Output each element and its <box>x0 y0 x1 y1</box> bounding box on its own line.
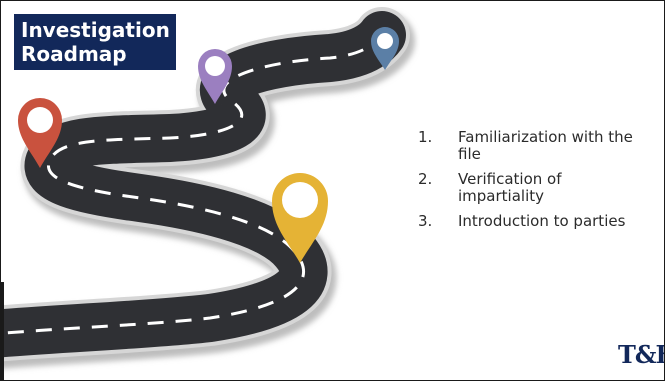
step-text: Familiarization with the file <box>458 128 633 163</box>
step-text: Verification of impartiality <box>458 170 562 205</box>
map-pin-red-icon <box>18 98 62 168</box>
left-edge-bar <box>0 282 4 381</box>
roadmap-steps-list: 1. Familiarization with the file 2. Veri… <box>418 129 648 238</box>
brand-logo: T&H <box>618 340 665 369</box>
slide-title: Investigation Roadmap <box>14 14 176 70</box>
list-item: 3. Introduction to parties <box>418 213 648 230</box>
step-number: 1. <box>418 128 433 146</box>
step-text: Introduction to parties <box>458 212 626 230</box>
step-number: 2. <box>418 170 433 188</box>
list-item: 1. Familiarization with the file <box>418 129 648 163</box>
map-pin-yellow-icon <box>272 173 328 263</box>
map-pin-purple-icon <box>198 49 232 104</box>
map-pin-blue-icon <box>371 27 399 70</box>
road-center-line <box>0 34 384 335</box>
title-line-2: Roadmap <box>21 42 127 66</box>
title-line-1: Investigation <box>21 18 170 42</box>
list-item: 2. Verification of impartiality <box>418 171 648 205</box>
winding-road-illustration <box>0 7 415 369</box>
step-number: 3. <box>418 212 433 230</box>
